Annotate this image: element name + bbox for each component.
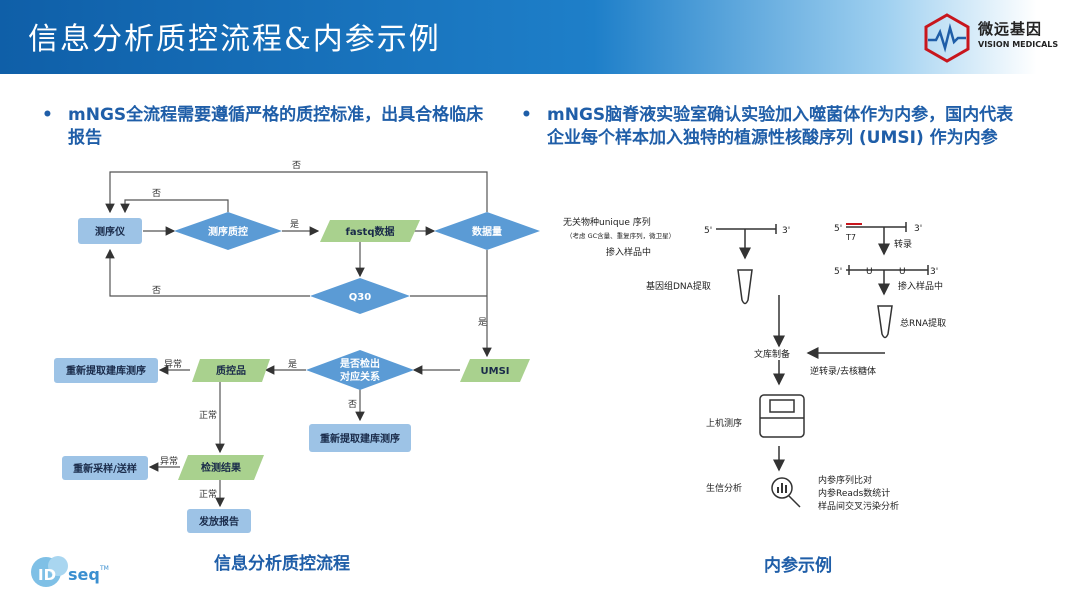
page-title: 信息分析质控流程&内参示例 (28, 22, 441, 57)
edge-normal-1: 正常 (199, 409, 217, 421)
result-1: 内参序列比对 (818, 474, 872, 486)
loop-q30-to-sequencer (105, 248, 310, 297)
idseq-id: ID (38, 566, 56, 584)
sequencing: 上机测序 (706, 417, 742, 429)
t7-5prime: 5' (834, 224, 842, 234)
edge-abnormal-1: 异常 (164, 358, 182, 370)
label-reextract-bottom: 重新提取建库测序 (320, 432, 400, 445)
rna-extract: 总RNA提取 (900, 317, 946, 329)
left-caption: 信息分析质控流程 (214, 554, 350, 574)
edge-no-top: 否 (292, 160, 301, 171)
label-fastq: fastq数据 (346, 225, 395, 238)
right-bullet: • mNGS脑脊液实验室确认实验加入噬菌体作为内参，国内代表企业每个样本加入独特… (521, 104, 1017, 150)
result-3: 样品间交叉污染分析 (818, 500, 899, 512)
edge-no-inner: 否 (152, 188, 161, 199)
edge-yes-fastq: 是 (290, 219, 299, 230)
idseq-seq: seq (68, 565, 100, 584)
label-reextract-left: 重新提取建库测序 (66, 364, 146, 377)
seq-note: （考虑 GC含量、重复序列，微卫星） (566, 231, 675, 240)
loop-volume-to-sequencer (105, 171, 488, 214)
node-reextract-bottom (309, 424, 411, 452)
node-reextract-left (54, 358, 158, 383)
node-detect-relation (306, 350, 414, 390)
library-prep: 文库制备 (754, 348, 790, 360)
edge-normal-2: 正常 (199, 488, 217, 500)
dna-3prime: 3' (782, 226, 790, 236)
right-bullet-text: mNGS脑脊液实验室确认实验加入噬菌体作为内参，国内代表企业每个样本加入独特的植… (547, 105, 1014, 148)
left-bullet: • mNGS全流程需要遵循严格的质控标准，出具合格临床报告 (42, 104, 488, 150)
edge-no-detect: 否 (348, 399, 357, 410)
node-qc-sample (192, 359, 270, 382)
magnifier-bars-icon (777, 483, 787, 493)
u-1: U (866, 267, 873, 277)
rt-dnase: 逆转录/去核糖体 (810, 365, 876, 377)
label-report: 发放报告 (198, 515, 239, 528)
label-sequencer: 测序仪 (95, 225, 126, 238)
node-data-volume (434, 212, 540, 250)
edge-yes-umsi: 是 (478, 317, 487, 328)
node-fastq (320, 220, 420, 242)
node-detect-result (178, 455, 264, 480)
bullet-dot: • (521, 105, 532, 125)
idseq-tm: TM (99, 565, 109, 572)
transcribe: 转录 (894, 238, 912, 250)
spike-in-2: 掺入样品中 (898, 280, 943, 292)
edge-yes-detect: 是 (288, 359, 297, 370)
t7-3prime: 3' (914, 224, 922, 234)
result-2: 内参Reads数统计 (818, 487, 890, 499)
bioinfo: 生信分析 (706, 482, 742, 494)
node-resample (62, 456, 148, 480)
label-data-volume: 数据量 (472, 225, 502, 238)
node-sequencer (78, 218, 142, 244)
idseq-logo-icon: ID seq TM (31, 556, 109, 587)
idseq-logo: ID seq TM (28, 548, 118, 596)
bullet-dot: • (42, 105, 53, 125)
node-q30 (310, 278, 410, 314)
vision-medicals-logo-icon (924, 13, 970, 63)
label-seq-qc: 测序质控 (208, 225, 248, 238)
edge-no-q30: 否 (152, 285, 161, 296)
spike-in-1: 掺入样品中 (606, 246, 651, 258)
dna-5prime: 5' (704, 226, 712, 236)
label-detect-rel-1: 是否检出 (339, 357, 380, 370)
right-caption: 内参示例 (764, 556, 832, 576)
u-3prime: 3' (930, 267, 938, 277)
seq-label: 无关物种unique 序列 (563, 216, 651, 228)
logo-chinese-name: 微远基因 (978, 20, 1043, 38)
t7-label: T7 (845, 233, 856, 242)
label-resample: 重新采样/送样 (73, 462, 137, 475)
label-q30: Q30 (349, 292, 371, 303)
edge-abnormal-2: 异常 (160, 455, 178, 467)
logo-english-name: VISION MEDICALS (978, 40, 1059, 49)
node-report (187, 509, 251, 533)
node-seq-qc (174, 212, 282, 250)
node-umsi (460, 359, 530, 382)
u-5prime: 5' (834, 267, 842, 277)
label-detect-result: 检测结果 (201, 461, 242, 474)
label-umsi: UMSI (481, 366, 510, 377)
header-bar: 信息分析质控流程&内参示例 (0, 0, 1080, 74)
label-detect-rel-2: 对应关系 (340, 370, 380, 383)
dna-extract: 基因组DNA提取 (646, 280, 711, 292)
loop-qc-to-sequencer (120, 199, 229, 214)
company-logo: 微远基因 VISION MEDICALS (922, 12, 1072, 64)
left-bullet-text: mNGS全流程需要遵循严格的质控标准，出具合格临床报告 (68, 105, 484, 148)
label-qc-sample: 质控品 (216, 364, 246, 377)
u-2: U (899, 267, 906, 277)
